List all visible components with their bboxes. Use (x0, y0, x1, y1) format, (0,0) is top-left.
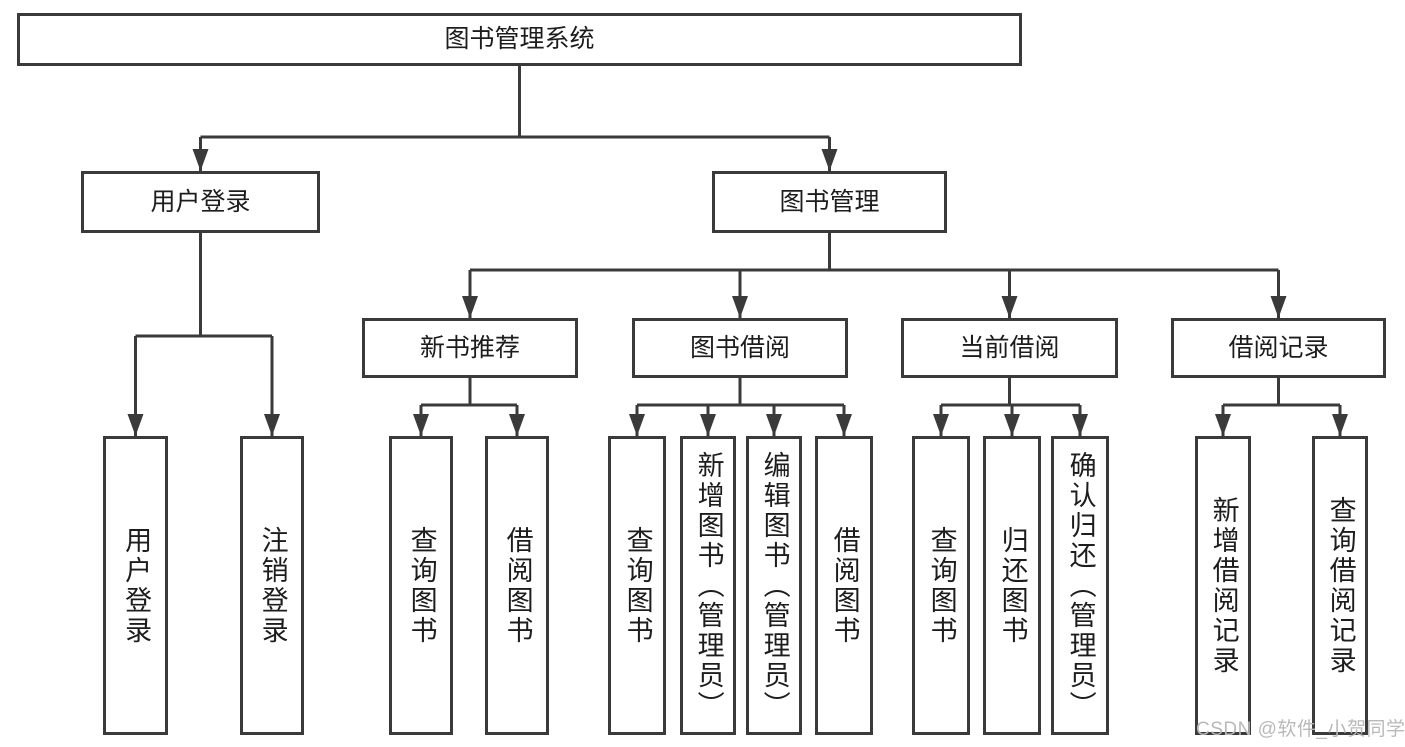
arrowhead-icon (933, 414, 949, 436)
arrowhead-icon (192, 149, 209, 171)
node-label: 注销登录 (257, 525, 288, 646)
arrowhead-icon (1215, 414, 1231, 436)
node-newbook[interactable]: 新书推荐 (362, 318, 578, 378)
node-label: 用户登录 (121, 525, 152, 646)
node-records[interactable]: 借阅记录 (1171, 318, 1386, 378)
node-label: 图书借阅 (689, 333, 790, 362)
node-label: 归还图书 (997, 525, 1028, 646)
arrowhead-icon (1270, 296, 1287, 318)
node-label: 编辑图书（管理员） (759, 450, 790, 721)
node-label: 当前借阅 (959, 333, 1060, 362)
node-leaf-nb-query[interactable]: 查询图书 (389, 436, 453, 735)
arrowhead-icon (1004, 414, 1020, 436)
arrowhead-icon (836, 414, 852, 436)
node-leaf-bk-borrow[interactable]: 借阅图书 (815, 436, 873, 735)
watermark: CSDN @软件_小贺同学 (1196, 719, 1405, 740)
arrowhead-icon (1332, 414, 1348, 436)
arrowhead-icon (1072, 414, 1088, 436)
node-leaf-bk-query[interactable]: 查询图书 (608, 436, 666, 735)
node-leaf-user-login[interactable]: 用户登录 (103, 436, 168, 735)
node-login[interactable]: 用户登录 (81, 171, 320, 233)
node-leaf-cur-query[interactable]: 查询图书 (912, 436, 970, 735)
arrowhead-icon (1001, 296, 1018, 318)
arrowhead-icon (629, 414, 645, 436)
arrowhead-icon (127, 414, 144, 436)
node-bookmgmt[interactable]: 图书管理 (712, 171, 947, 233)
node-leaf-nb-borrow[interactable]: 借阅图书 (485, 436, 549, 735)
node-label: 新增借阅记录 (1208, 495, 1239, 676)
node-leaf-bk-edit[interactable]: 编辑图书（管理员） (746, 436, 802, 735)
node-leaf-rec-add[interactable]: 新增借阅记录 (1195, 436, 1251, 735)
node-leaf-bk-add[interactable]: 新增图书（管理员） (680, 436, 736, 735)
arrowhead-icon (700, 414, 716, 436)
node-leaf-user-logout[interactable]: 注销登录 (240, 436, 304, 735)
node-label: 查询图书 (622, 525, 653, 646)
node-label: 新书推荐 (419, 333, 520, 362)
node-label: 图书管理 (779, 187, 880, 216)
node-label: 借阅图书 (829, 525, 860, 646)
node-root[interactable]: 图书管理系统 (17, 13, 1022, 66)
arrowhead-icon (462, 296, 478, 318)
node-label: 查询图书 (926, 525, 957, 646)
node-leaf-cur-return[interactable]: 归还图书 (983, 436, 1041, 735)
node-leaf-rec-query[interactable]: 查询借阅记录 (1312, 436, 1368, 735)
node-current[interactable]: 当前借阅 (901, 318, 1118, 378)
arrowhead-icon (413, 414, 429, 436)
node-label: 用户登录 (150, 187, 251, 216)
node-label: 确认归还（管理员） (1065, 450, 1096, 721)
node-leaf-cur-confirm[interactable]: 确认归还（管理员） (1051, 436, 1109, 735)
arrowhead-icon (732, 296, 748, 318)
node-label: 借阅图书 (502, 525, 533, 646)
node-label: 借阅记录 (1228, 333, 1329, 362)
arrowhead-icon (264, 414, 280, 436)
arrowhead-icon (821, 149, 838, 171)
node-label: 新增图书（管理员） (693, 450, 724, 721)
node-label: 图书管理系统 (444, 25, 595, 54)
node-label: 查询借阅记录 (1325, 495, 1356, 676)
node-borrow[interactable]: 图书借阅 (632, 318, 848, 378)
arrowhead-icon (766, 414, 782, 436)
arrowhead-icon (509, 414, 525, 436)
node-label: 查询图书 (406, 525, 437, 646)
